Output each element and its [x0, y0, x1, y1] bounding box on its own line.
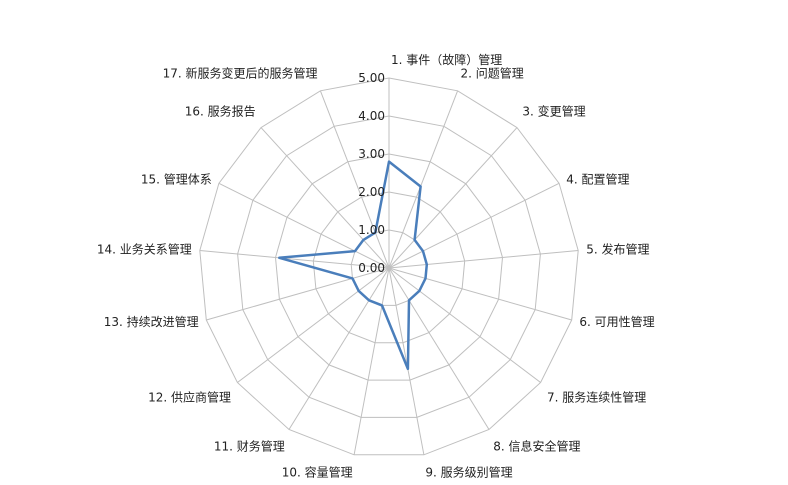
grid-spoke — [218, 182, 390, 269]
grid-spoke — [388, 182, 560, 269]
tick-label: 2.00 — [358, 185, 385, 199]
grid-spoke — [260, 127, 390, 269]
category-label: 1. 事件（故障）管理 — [391, 52, 502, 67]
tick-label: 5.00 — [358, 71, 385, 85]
category-label: 16. 服务报告 — [185, 104, 256, 119]
tick-label: 4.00 — [358, 109, 385, 123]
category-label: 2. 问题管理 — [461, 65, 524, 80]
grid-spoke — [206, 267, 390, 321]
grid-ring — [312, 191, 466, 344]
category-label: 13. 持续改进管理 — [104, 314, 199, 329]
category-label: 10. 容量管理 — [282, 465, 353, 480]
grid-spoke — [388, 267, 572, 321]
grid-spoke — [237, 267, 390, 383]
category-label: 6. 可用性管理 — [579, 314, 654, 329]
category-label: 11. 财务管理 — [214, 438, 285, 453]
radar-grid — [199, 77, 579, 456]
category-label: 12. 供应商管理 — [148, 389, 231, 404]
grid-spoke — [388, 127, 518, 269]
radar-category-labels: 1. 事件（故障）管理2. 问题管理 3. 变更管理 4. 配置管理 5. 发布管理 6… — [97, 52, 655, 480]
category-label: 4. 配置管理 — [566, 172, 629, 187]
grid-spoke — [199, 250, 390, 269]
grid-ring — [274, 153, 504, 381]
grid-spoke — [353, 267, 390, 455]
radar-tick-labels: 0.00 1.00 2.00 3.00 4.00 5.00 — [358, 71, 385, 275]
tick-label: 1.00 — [358, 223, 385, 237]
category-label: 8. 信息安全管理 — [493, 438, 580, 453]
grid-spoke — [388, 267, 541, 383]
tick-label: 0.00 — [358, 261, 385, 275]
grid-spoke — [388, 90, 459, 269]
category-label: 14. 业务关系管理 — [97, 242, 192, 257]
category-label: 3. 变更管理 — [522, 104, 585, 119]
grid-spoke — [388, 267, 425, 455]
category-label: 17. 新服务变更后的服务管理 — [163, 65, 318, 80]
tick-label: 3.00 — [358, 147, 385, 161]
radar-series — [278, 160, 429, 371]
category-label: 9. 服务级别管理 — [425, 465, 512, 480]
grid-spoke — [388, 250, 579, 269]
grid-ring — [237, 115, 541, 418]
grid-spoke — [388, 267, 490, 430]
grid-ring — [199, 77, 579, 456]
grid-spoke — [319, 90, 390, 269]
category-label: 7. 服务连续性管理 — [547, 389, 646, 404]
grid-spoke — [288, 267, 390, 430]
series-line — [278, 160, 429, 371]
category-label: 5. 发布管理 — [586, 242, 649, 257]
category-label: 15. 管理体系 — [141, 172, 212, 187]
radar-spokes — [199, 78, 579, 455]
